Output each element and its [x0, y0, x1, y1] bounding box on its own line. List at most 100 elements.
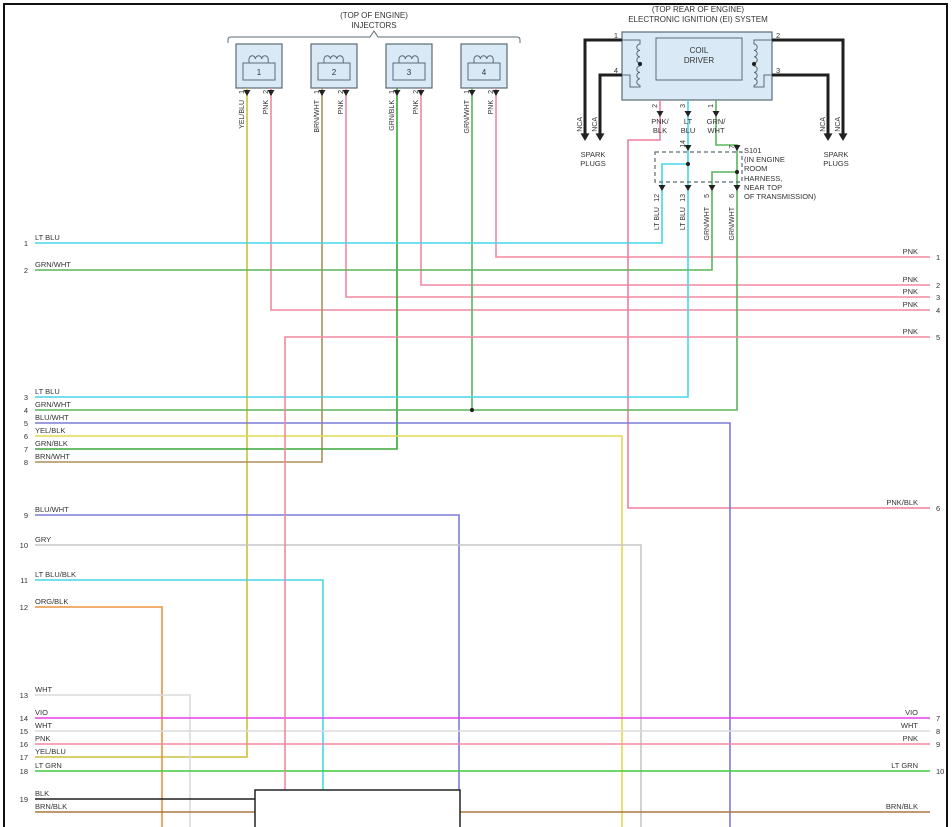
rotated-pin-label: 7 [729, 145, 736, 149]
left-wire-label: VIO [35, 708, 48, 717]
wire-left13-wht [35, 694, 191, 827]
coil-pin-wire-label: PNK/ [651, 117, 669, 126]
wire-right5-pnk [284, 336, 930, 790]
right-wire-label: PNK/BLK [886, 498, 918, 507]
right-wire-number: 1 [936, 253, 940, 262]
right-wire-number: 3 [936, 293, 940, 302]
wire-left6-yelblk [35, 435, 623, 827]
wire-spark-pin2 [772, 38, 845, 134]
s101-note-line4: NEAR TOP [744, 182, 783, 192]
left-wire-number: 6 [24, 432, 28, 441]
injector-group-bracket [227, 30, 521, 43]
plugs-label: PLUGS [580, 159, 606, 168]
wire-left12-orgblk [35, 606, 163, 827]
right-wire-number: 7 [936, 714, 940, 723]
wire-spark-pin3 [772, 73, 830, 134]
arrow-down-icon [267, 90, 275, 96]
left-wire-number: 4 [24, 406, 28, 415]
wire-s101-pin6-to-left4 [35, 182, 738, 411]
right-wire-label: WHT [901, 721, 918, 730]
wire-s101-grnwht-branch [711, 171, 737, 182]
left-wire-number: 14 [20, 714, 28, 723]
right-wire-number: 4 [936, 306, 940, 315]
coil-driver-label-line2: DRIVER [683, 55, 715, 65]
injector-2-box [310, 43, 358, 89]
s101-name: S101 [744, 146, 762, 155]
s101-note-line2: ROOM [744, 164, 768, 174]
right-wire-label: BRN/BLK [886, 802, 918, 811]
left-wire-label: WHT [35, 721, 52, 730]
arrow-down-icon [823, 133, 833, 141]
wire-spark-pin4 [598, 73, 622, 134]
right-wire-number: 8 [936, 727, 940, 736]
rotated-pin-label: NCA [820, 117, 827, 132]
left-wire-number: 2 [24, 266, 28, 275]
coil-driver-box [621, 31, 773, 101]
arrows-dots-layer [243, 61, 848, 413]
injector-coil-icon [323, 55, 344, 63]
coil-driver-label-line1: COIL [689, 46, 709, 55]
right-wire-number: 10 [936, 767, 944, 776]
left-wire-label: GRN/WHT [35, 400, 71, 409]
rotated-pin-label: PNK [488, 100, 495, 115]
coil-pin-wire-label: BLK [653, 126, 667, 135]
wire-coil-pin2-pnkblk-to-right6 [627, 100, 930, 509]
arrow-down-icon [393, 90, 401, 96]
coil-pin-wire-label: BLU [681, 126, 696, 135]
rotated-pin-label: 13 [680, 194, 687, 202]
left-wire-label: LT BLU [35, 387, 60, 396]
left-wire-label: LT BLU [35, 233, 60, 242]
left-wire-label: BRN/BLK [35, 802, 67, 811]
right-wire-label: PNK [903, 734, 918, 743]
right-wire-label: VIO [905, 708, 918, 717]
left-wire-number: 7 [24, 445, 28, 454]
wires-layer [35, 38, 930, 827]
right-wire-number: 6 [936, 504, 940, 513]
injector-number-box [242, 62, 276, 81]
junction-dot [685, 161, 691, 167]
wire-inj4-pnk-to-right1 [495, 88, 930, 258]
arrow-down-icon [684, 185, 692, 191]
rotated-pin-label: 2 [652, 104, 659, 108]
wire-s101-pin5-to-left2 [35, 182, 713, 271]
injector-number-box [467, 62, 501, 81]
injector-coil-icon [473, 55, 494, 63]
right-wire-label: PNK [903, 247, 918, 256]
wire-inj3-pnk-to-right2 [420, 88, 930, 286]
right-wire-label: LT GRN [891, 761, 918, 770]
arrow-down-icon [684, 145, 692, 151]
left-wire-number: 8 [24, 458, 28, 467]
plugs-label: PLUGS [823, 159, 849, 168]
rotated-pin-label: 2 [488, 90, 495, 94]
wire-inj1-yelblu-to-left17 [35, 88, 248, 758]
left-wire-number: 15 [20, 727, 28, 736]
left-wire-number: 13 [20, 691, 28, 700]
left-wire-label: LT GRN [35, 761, 62, 770]
rotated-pin-label: 2 [413, 90, 420, 94]
rotated-pin-label: YEL/BLU [239, 100, 246, 129]
arrow-down-icon [595, 133, 605, 141]
rotated-pin-label: NCA [577, 117, 584, 132]
rotated-pin-label: LT BLU [680, 207, 687, 230]
coil-side-pin-number: 1 [614, 31, 618, 40]
left-wire-number: 10 [20, 541, 28, 550]
right-wire-label: PNK [903, 300, 918, 309]
right-wire-number: 5 [936, 333, 940, 342]
injectors-caption-line2: INJECTORS [351, 20, 397, 30]
arrow-down-icon [656, 111, 664, 117]
rotated-pin-label: 12 [654, 194, 661, 202]
left-wire-label: PNK [35, 734, 50, 743]
rotated-pin-label: 1 [708, 104, 715, 108]
injector-number: 1 [257, 68, 262, 77]
wire-inj2-brnwht-to-left8 [35, 88, 323, 463]
left-wire-label: GRY [35, 535, 51, 544]
coil-side-pin-number: 3 [776, 66, 780, 75]
rotated-pin-label: GRN/BLK [389, 100, 396, 131]
left-wire-number: 12 [20, 603, 28, 612]
left-wire-number: 18 [20, 767, 28, 776]
rotated-pin-label: 1 [314, 90, 321, 94]
arrow-down-icon [658, 185, 666, 191]
rotated-pin-label: 6 [729, 194, 736, 198]
junction-dot [469, 407, 475, 413]
